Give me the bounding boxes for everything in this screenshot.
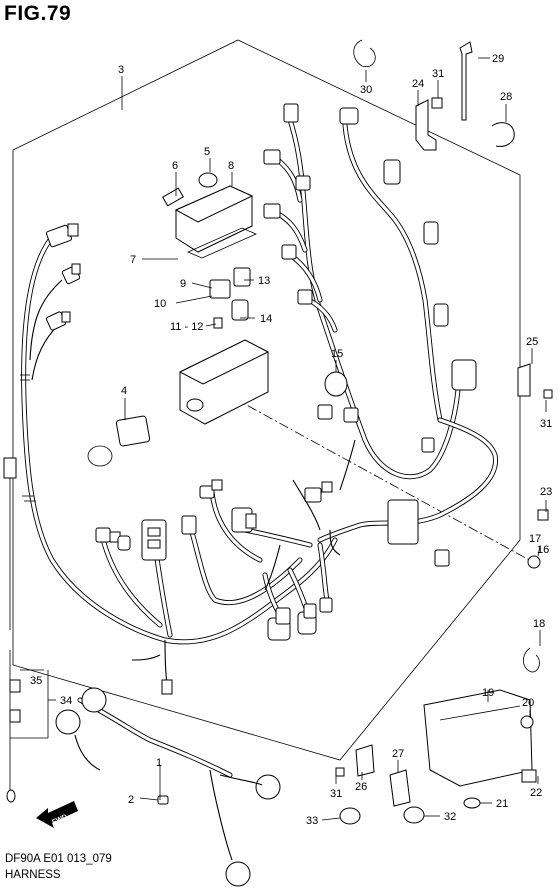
left-harness <box>20 223 338 645</box>
diagram-name: HARNESS <box>5 869 61 881</box>
callout-2: 2 <box>128 794 134 806</box>
callout-28: 28 <box>500 91 512 103</box>
callout-4: 4 <box>121 385 127 397</box>
callout-29: 29 <box>492 53 504 65</box>
callout-24: 24 <box>412 78 424 90</box>
callout-13: 13 <box>258 275 270 287</box>
callout-27: 27 <box>392 748 404 760</box>
callout-7: 7 <box>130 254 136 266</box>
fwd-arrow: FWD <box>36 801 78 828</box>
callout-33: 33 <box>306 815 318 827</box>
battery-cable <box>55 687 281 887</box>
callout-10: 10 <box>154 298 166 310</box>
reference-line <box>231 396 534 563</box>
callout-31b: 31 <box>540 418 552 430</box>
callout-9: 9 <box>180 278 186 290</box>
callout-5: 5 <box>204 146 210 158</box>
callout-15: 15 <box>331 348 343 360</box>
callout-30: 30 <box>360 84 372 96</box>
callout-31: 31 <box>432 68 444 80</box>
center-harness <box>95 479 333 695</box>
callouts: 1 2 3 4 5 6 7 8 9 10 11 - 12 13 14 15 16… <box>30 53 552 827</box>
callout-25: 25 <box>526 336 538 348</box>
relay-box <box>178 339 270 425</box>
figure-title: FIG.79 <box>4 2 72 25</box>
callout-35: 35 <box>30 675 42 687</box>
callout-16: 16 <box>537 544 549 556</box>
assembly-frame <box>12 39 521 761</box>
callout-22: 22 <box>530 787 542 799</box>
upper-harness <box>263 103 498 567</box>
fuse-cover <box>162 172 257 259</box>
leader-lines <box>10 57 547 821</box>
callout-11-12: 11 - 12 <box>170 321 203 333</box>
vertical-cable <box>3 457 21 803</box>
callout-26: 26 <box>355 781 367 793</box>
diagram-code: DF90A E01 013_079 <box>5 853 112 865</box>
relays <box>209 267 251 329</box>
callout-20: 20 <box>522 697 534 709</box>
callout-21: 21 <box>496 798 508 810</box>
callout-34: 34 <box>60 695 72 707</box>
callout-1: 1 <box>156 757 162 769</box>
callout-17: 17 <box>529 533 541 545</box>
callout-31c: 31 <box>330 788 342 800</box>
callout-23: 23 <box>540 486 552 498</box>
sensor-4 <box>87 415 151 467</box>
sensor-15 <box>324 371 348 397</box>
callout-8: 8 <box>228 160 234 172</box>
callout-14: 14 <box>260 313 272 325</box>
callout-18: 18 <box>533 618 545 630</box>
callout-3: 3 <box>118 64 124 76</box>
callout-19: 19 <box>482 687 494 699</box>
callout-6: 6 <box>172 160 178 172</box>
small-parts <box>157 39 553 825</box>
callout-32: 32 <box>444 811 456 823</box>
